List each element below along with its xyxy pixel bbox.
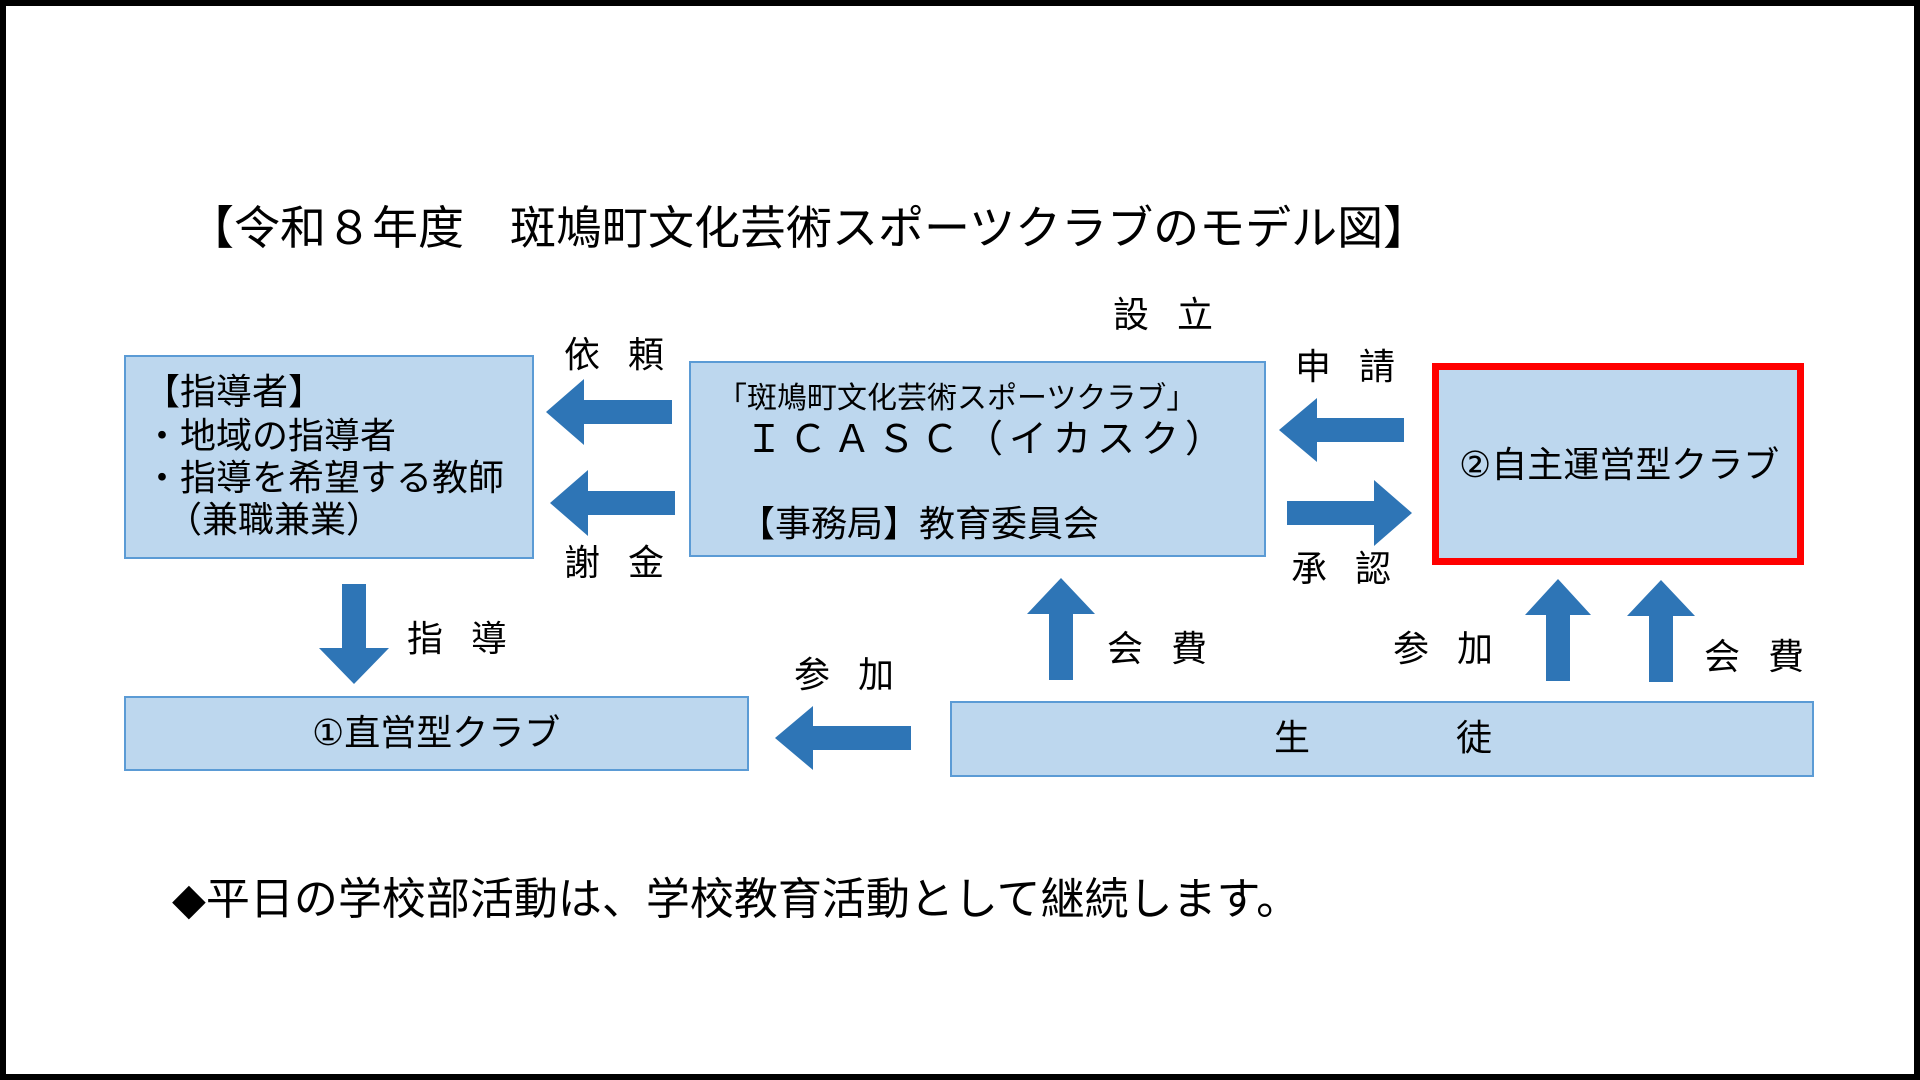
label-establish: 設立 xyxy=(1113,295,1242,336)
arrow-left-join-direct xyxy=(775,706,911,770)
center-club-abbrev: ＩＣＡＳＣ（イカスク） xyxy=(745,417,1230,461)
label-membership-independent: 会費 xyxy=(1704,637,1833,678)
instructor-line-teacher: ・指導を希望する教師 xyxy=(144,458,505,499)
instructor-line-local: ・地域の指導者 xyxy=(144,416,397,457)
arrow-up-membership-independent xyxy=(1627,580,1695,682)
students-box: 生 徒 xyxy=(950,701,1814,777)
label-approve: 承認 xyxy=(1291,549,1420,590)
center-secretariat: 【事務局】教育委員会 xyxy=(739,504,1100,545)
label-membership-center: 会費 xyxy=(1107,629,1236,670)
independent-club-label: ②自主運営型クラブ xyxy=(1459,445,1780,486)
diagram-title: 【令和８年度 斑鳩町文化芸術スポーツクラブのモデル図】 xyxy=(188,201,1430,255)
arrow-left-fee xyxy=(550,470,675,536)
center-box: 「斑鳩町文化芸術スポーツクラブ」 ＩＣＡＳＣ（イカスク） 【事務局】教育委員会 xyxy=(689,361,1266,557)
students-char-1: 生 xyxy=(1274,718,1311,759)
arrow-up-join-independent xyxy=(1525,579,1591,681)
instructor-box: 【指導者】 ・地域の指導者 ・指導を希望する教師 （兼職兼業） xyxy=(124,355,534,559)
label-guidance: 指導 xyxy=(407,619,536,660)
direct-club-label: ①直営型クラブ xyxy=(312,713,561,754)
arrow-down-guidance xyxy=(319,584,389,684)
arrow-left-apply xyxy=(1279,398,1404,462)
label-apply: 申請 xyxy=(1295,347,1424,388)
arrow-up-membership-center xyxy=(1027,578,1095,680)
weekday-activity-note: ◆平日の学校部活動は、学校教育活動として継続します。 xyxy=(172,874,1301,925)
label-request: 依頼 xyxy=(564,335,693,376)
label-join-direct: 参加 xyxy=(794,655,923,696)
label-fee: 謝金 xyxy=(564,543,693,584)
instructor-heading: 【指導者】 xyxy=(144,372,325,413)
center-club-name: 「斑鳩町文化芸術スポーツクラブ」 xyxy=(717,381,1197,416)
independent-club-box: ②自主運営型クラブ xyxy=(1432,363,1804,565)
label-join-independent: 参加 xyxy=(1393,629,1522,670)
instructor-line-sidejob: （兼職兼業） xyxy=(166,500,383,541)
students-char-2: 徒 xyxy=(1456,718,1493,759)
direct-club-box: ①直営型クラブ xyxy=(124,696,749,771)
arrow-right-approve xyxy=(1287,480,1412,546)
arrow-left-request xyxy=(546,379,672,445)
